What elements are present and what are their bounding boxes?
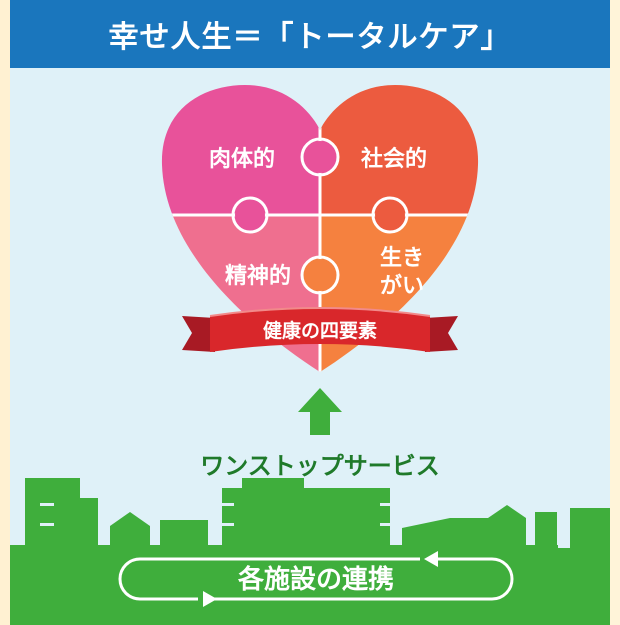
label-purpose-line1: 生き [380,246,424,271]
loop-arrow-right-icon [203,591,217,607]
town-skyline [10,478,610,625]
cooperation-label: 各施設の連携 [237,564,394,595]
heart-piece-mental [161,215,320,372]
page-title: 幸せ人生＝「トータルケア」 [10,0,610,68]
heart-piece-social [320,85,479,215]
service-label: ワンストップサービス [200,452,440,480]
diagram-panel: 幸せ人生＝「トータルケア」 [10,0,610,625]
label-social: 社会的 [361,146,427,172]
up-arrow-icon [298,388,342,435]
loop-arrow-left-icon [424,551,438,567]
diagram-svg: 肉体的 社会的 精神的 生き がい 健康の四要素 ワンストップサービス [10,85,610,625]
ribbon [182,307,458,352]
heart-piece-purpose [320,215,479,372]
building-details [40,503,570,548]
left-margin-strip [0,0,10,625]
label-purpose-line2: がい [380,273,424,299]
label-mental: 精神的 [225,263,291,289]
heart-piece-physical [161,85,320,215]
cycle-loop [118,557,514,601]
ribbon-label: 健康の四要素 [263,319,377,342]
label-physical: 肉体的 [209,146,275,172]
